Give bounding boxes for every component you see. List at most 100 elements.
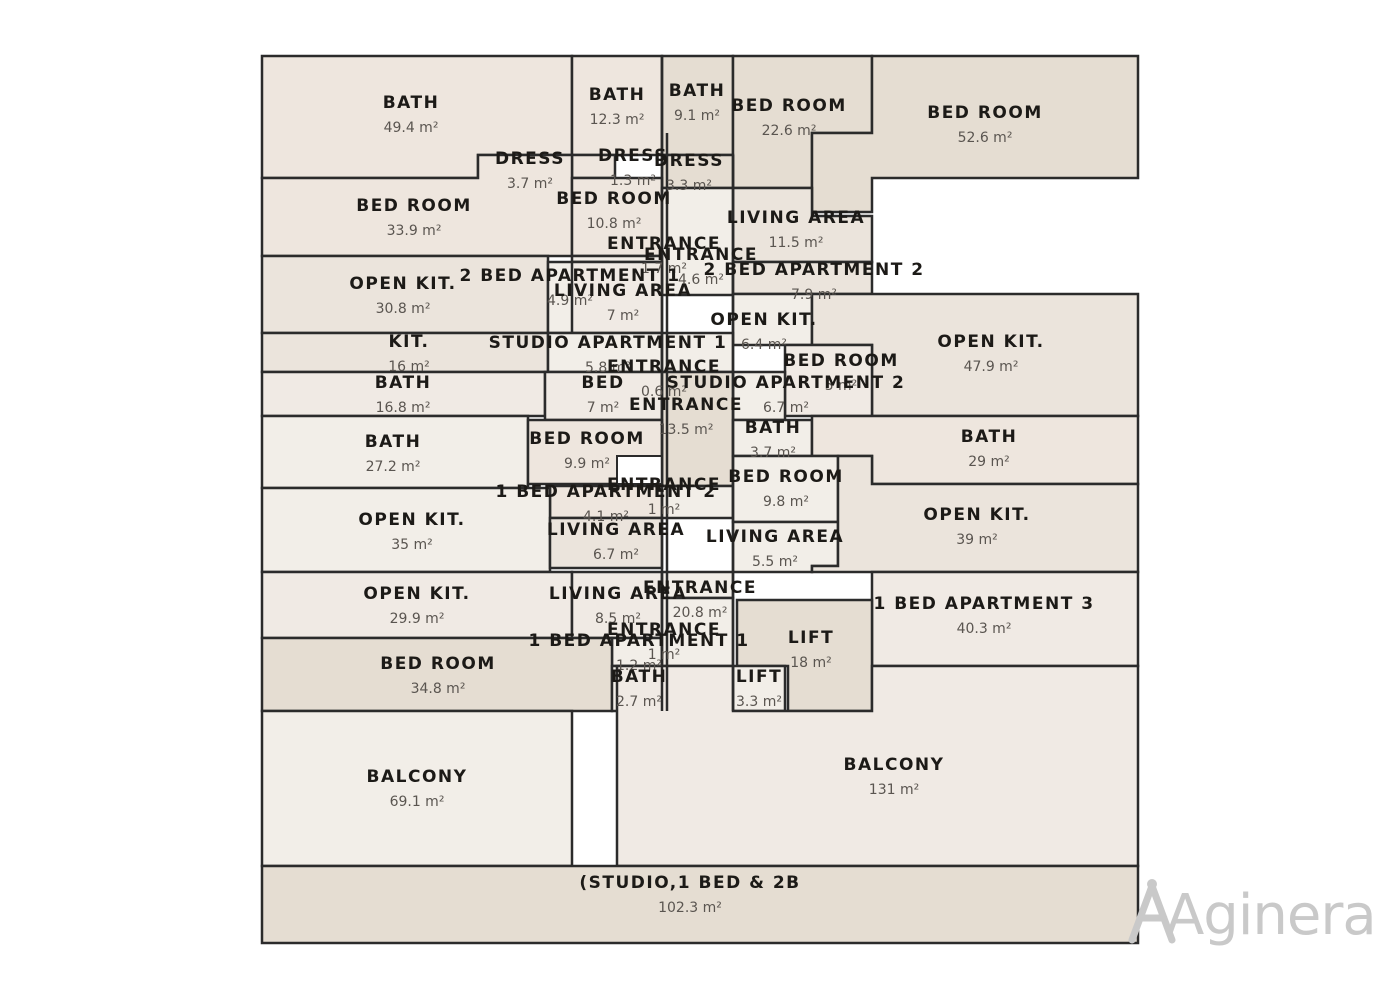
room-label: BED ROOM	[927, 103, 1043, 123]
room-label: OPEN KIT.	[937, 332, 1044, 352]
room-label: LIVING AREA	[547, 520, 685, 540]
room-label: BED ROOM	[529, 429, 645, 449]
room-label: OPEN KIT.	[349, 274, 456, 294]
compass-logo-icon	[1128, 879, 1176, 944]
room: BED ROOM 22.6 m²	[731, 96, 847, 139]
room-label: LIVING AREA	[549, 584, 687, 604]
room-area: 102.3 m²	[658, 900, 722, 916]
room-area: 69.1 m²	[390, 794, 445, 810]
room-label: BED ROOM	[356, 196, 472, 216]
room-shape	[260, 414, 530, 490]
room: OPEN KIT. 35 m²	[358, 510, 465, 553]
room-area: 20.8 m²	[673, 605, 728, 621]
room-label: ENTRANCE	[607, 475, 721, 495]
room-shape	[870, 570, 1140, 668]
room-label: BATH	[961, 427, 1018, 447]
room-area: 33.9 m²	[387, 223, 442, 239]
room-area: 5.5 m²	[752, 554, 798, 570]
room-label: OPEN KIT.	[710, 310, 817, 330]
room-label: LIVING AREA	[727, 208, 865, 228]
room-area: 16.8 m²	[376, 400, 431, 416]
room-area: 49.4 m²	[384, 120, 439, 136]
room-area: 1.2 m²	[616, 658, 662, 674]
room-area: 4.1 m²	[583, 509, 629, 525]
room: LIVING AREA 7 m²	[554, 281, 692, 324]
room-area: 5.8 m²	[585, 360, 631, 376]
room-area: 2.7 m²	[616, 694, 662, 710]
room-label: BED ROOM	[731, 96, 847, 116]
room: STUDIO APARTMENT 2 6.7 m²	[667, 373, 906, 416]
room-area: 3.3 m²	[736, 694, 782, 710]
room-label: LIFT	[788, 628, 834, 648]
room-area: 12.3 m²	[590, 112, 645, 128]
room-area: 29 m²	[968, 454, 1010, 470]
room: KIT.16 m²	[388, 332, 430, 375]
room-area: 22.6 m²	[762, 123, 817, 139]
room-area: 27.2 m²	[366, 459, 421, 475]
room-label: OPEN KIT.	[358, 510, 465, 530]
room-area: 35 m²	[391, 537, 433, 553]
room-label: LIFT	[736, 667, 782, 687]
room-label: 2 BED APARTMENT 2	[703, 260, 924, 280]
room: LIVING AREA 11.5 m²	[727, 208, 865, 251]
room: BATH 27.2 m²	[365, 432, 422, 475]
room-label: BATH	[745, 418, 802, 438]
room: 1 BED APARTMENT 11.2 m²	[528, 631, 748, 674]
room-label: 2 BED APARTMENT 1	[459, 266, 680, 286]
room-shape	[731, 454, 840, 524]
room-label: STUDIO APARTMENT 2	[667, 373, 906, 393]
room-area: 13.5 m²	[659, 422, 714, 438]
room: OPEN KIT. 47.9 m²	[937, 332, 1044, 375]
room-area: 1.3 m²	[610, 173, 656, 189]
room-label: DRESS	[598, 146, 668, 166]
room-label: BED ROOM	[556, 189, 672, 209]
room-area: 16 m²	[388, 359, 430, 375]
room: BED ROOM 9.9 m²	[529, 429, 645, 472]
room-label: 1 BED APARTMENT 2	[495, 482, 716, 502]
room-area: 6.7 m²	[593, 547, 639, 563]
room-area: 7.9 m²	[791, 287, 837, 303]
room-area: 9.8 m²	[763, 494, 809, 510]
room-area: 30.8 m²	[376, 301, 431, 317]
room-area: 39 m²	[956, 532, 998, 548]
room-label: ENTRANCE	[607, 234, 721, 254]
room-label: BATH	[365, 432, 422, 452]
room: OPEN KIT.6.4 m²	[710, 310, 817, 353]
room-area: 9.9 m²	[564, 456, 610, 472]
room-shape	[260, 570, 574, 640]
room-label: DRESS	[654, 151, 724, 171]
room-area: 131 m²	[869, 782, 919, 798]
room-label: BED	[581, 373, 624, 393]
room: 2 BED APARTMENT 2 7.9 m²	[703, 260, 924, 303]
room-label: BATH	[375, 373, 432, 393]
room-area: 3.7 m²	[507, 176, 553, 192]
room: LIVING AREA 5.5 m²	[706, 527, 844, 570]
room-area: 7 m²	[607, 308, 640, 324]
room-area: 47.9 m²	[964, 359, 1019, 375]
room-area: 6.7 m²	[763, 400, 809, 416]
room-area: 1 m²	[648, 647, 681, 663]
room-label: ENTRANCE	[607, 357, 721, 377]
room-label: LIVING AREA	[554, 281, 692, 301]
room-label: LIVING AREA	[706, 527, 844, 547]
room-label: BED ROOM	[783, 351, 899, 371]
room-label: OPEN KIT.	[363, 584, 470, 604]
room-label: BATH	[669, 81, 726, 101]
room: OPEN KIT.39 m²	[923, 505, 1029, 548]
room-label: ENTRANCE	[644, 245, 758, 265]
room-label: (STUDIO,1 BED & 2B	[579, 873, 800, 893]
room-area: 11.5 m²	[769, 235, 824, 251]
